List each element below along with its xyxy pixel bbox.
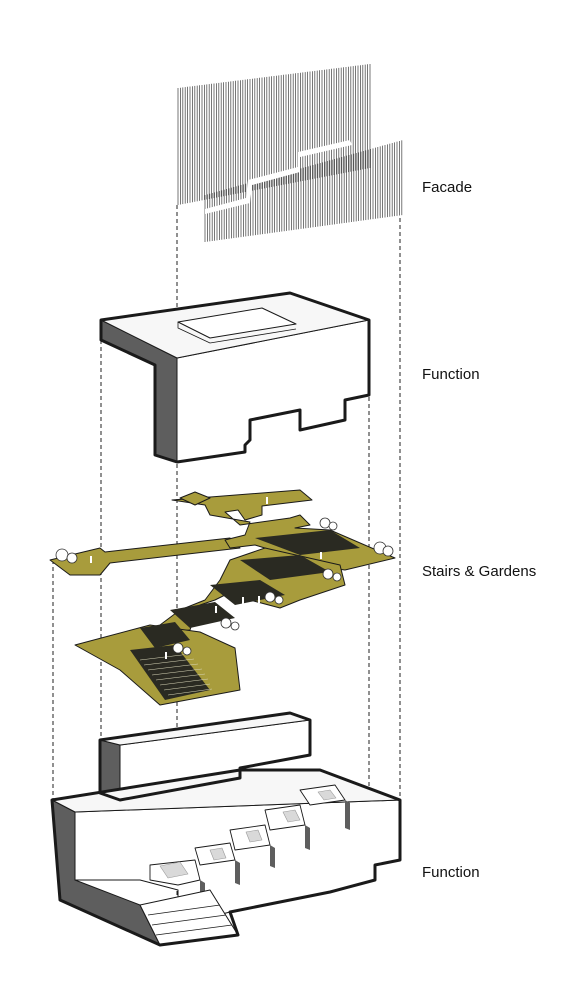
round-tree-icon bbox=[55, 517, 394, 656]
function-block-lower bbox=[50, 711, 402, 947]
stairs-gardens-label: Stairs & Gardens bbox=[422, 563, 537, 580]
function-block-upper bbox=[99, 291, 371, 464]
facade-step-gap bbox=[205, 140, 352, 214]
function-lower-label: Function bbox=[422, 864, 480, 881]
garden-walkway-left bbox=[49, 537, 241, 576]
function-upper-label: Function bbox=[422, 366, 480, 383]
stairs-gardens-layer bbox=[49, 489, 396, 706]
facade-upper-panel bbox=[177, 64, 371, 205]
garden-upper-notch bbox=[179, 491, 211, 506]
facade-label: Facade bbox=[422, 179, 473, 196]
stair-flights bbox=[130, 530, 360, 700]
person-figure-icon bbox=[90, 497, 322, 659]
function-upper-courtyard bbox=[177, 307, 297, 339]
facade-lower-panel bbox=[204, 140, 403, 242]
stepped-interior-grey-tiles bbox=[159, 789, 337, 879]
facade-layer bbox=[177, 64, 403, 242]
stair-tread-lines bbox=[139, 653, 213, 696]
